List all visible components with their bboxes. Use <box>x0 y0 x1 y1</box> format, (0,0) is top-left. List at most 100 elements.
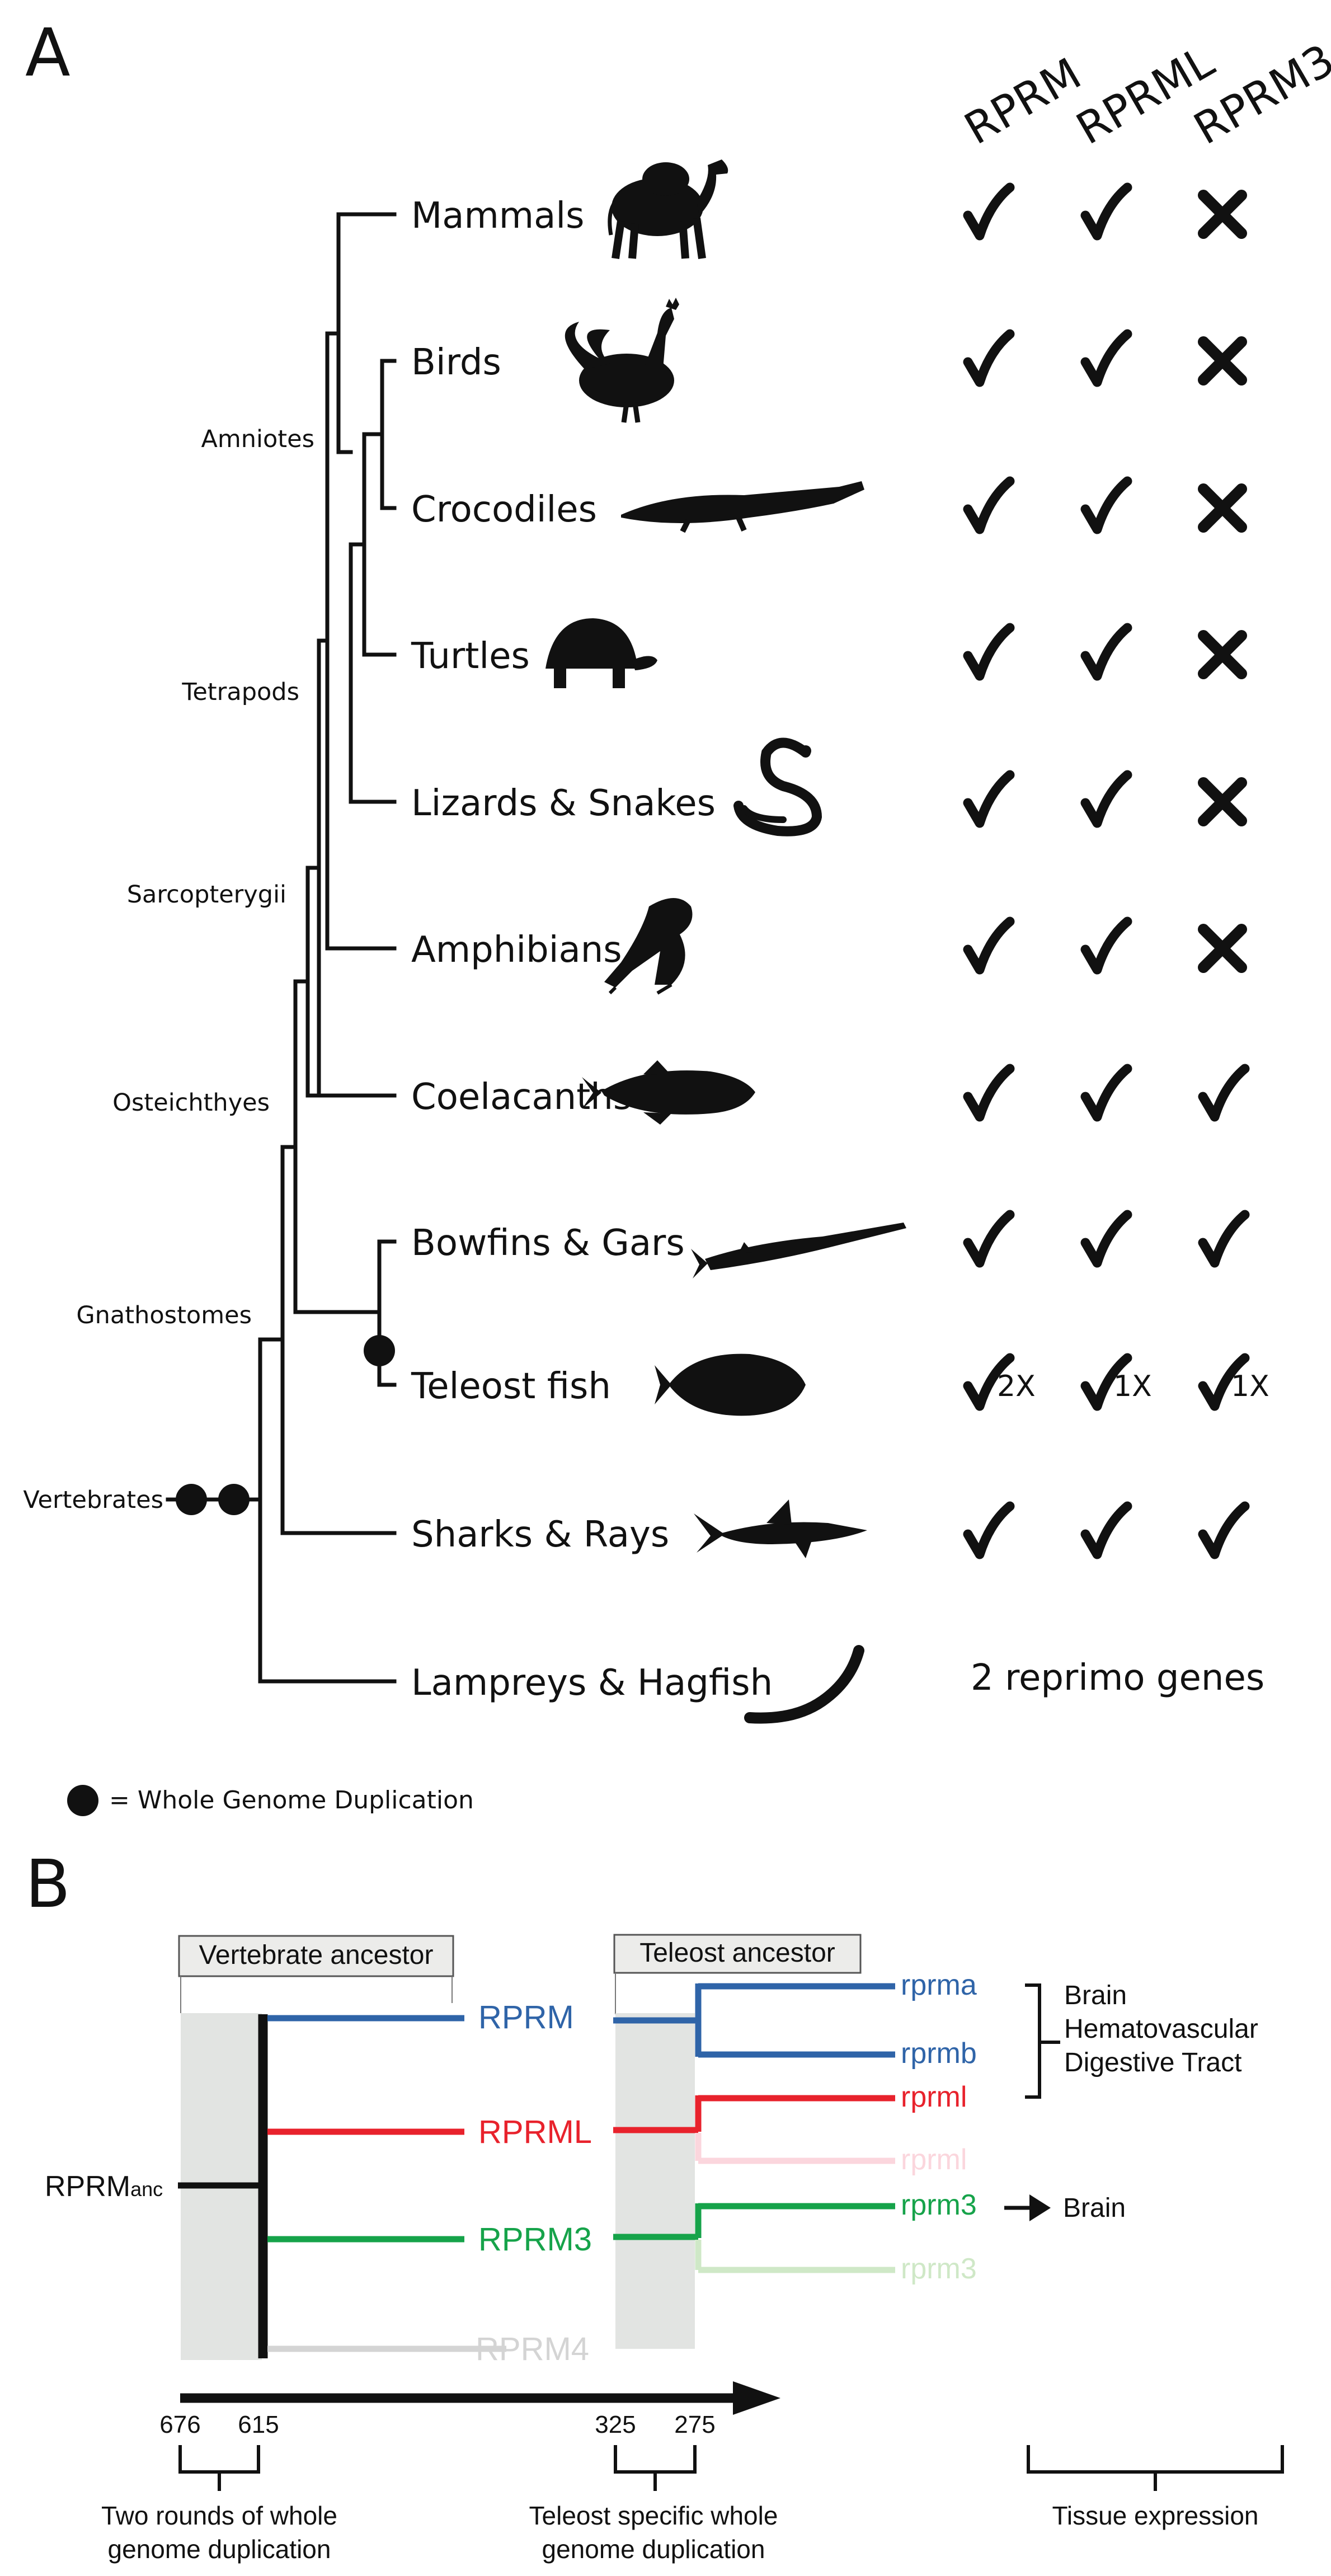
label-rprml: RPRML <box>478 2114 592 2150</box>
expression-digestive: Digestive Tract <box>1064 2048 1241 2077</box>
taxon-mammals: Mammals <box>411 195 584 237</box>
check-icon-amphibians-1 <box>1080 916 1132 975</box>
label-rprml-2: rprml <box>901 2143 967 2176</box>
cross-icon-crocodiles-2 <box>1198 483 1247 533</box>
check-icon-teleost-fish-0 <box>963 1353 1015 1411</box>
check-icon-birds-0 <box>963 329 1015 387</box>
expression-hematovascular: Hematovascular <box>1064 2014 1258 2044</box>
panel-b-label: B <box>25 1845 70 1922</box>
clade-labels: Amniotes Tetrapods Sarcopterygii Osteich… <box>23 425 314 1514</box>
shark-icon <box>694 1499 867 1558</box>
presence-marks <box>963 182 1250 1559</box>
label-rprmb: rprmb <box>901 2037 977 2070</box>
check-icon-crocodiles-1 <box>1080 476 1132 534</box>
header-rprm3: RPRM3 <box>1186 35 1331 154</box>
tick-676: 676 <box>159 2411 200 2438</box>
check-icon-sharks-rays-0 <box>963 1501 1015 1559</box>
label-rprm: RPRM <box>478 1999 574 2036</box>
wgd-circle-vertebrate-2 <box>218 1484 250 1515</box>
lamprey-icon <box>744 1645 864 1724</box>
tick-325: 325 <box>595 2411 636 2438</box>
check-icon-bowfins-gars-1 <box>1080 1210 1132 1268</box>
teleost-wgd-shade <box>615 2013 695 2349</box>
cross-icon-amphibians-2 <box>1198 924 1247 973</box>
rprm3-arrow-head <box>1029 2194 1051 2221</box>
expression-bracket <box>1025 1983 1060 2099</box>
check-icon-bowfins-gars-0 <box>963 1210 1015 1268</box>
box-connector-vertebrate <box>180 1976 453 2013</box>
label-wgd-line2: genome duplication <box>108 2535 331 2564</box>
vertebrate-ancestor-box: Vertebrate ancestor <box>178 1935 454 1977</box>
camel-icon <box>608 159 728 260</box>
frog-icon <box>604 898 693 995</box>
taxon-turtles: Turtles <box>411 636 530 677</box>
timeline-labels: Two rounds of whole genome duplication T… <box>101 2501 1258 2564</box>
taxa-names: Mammals Birds Crocodiles Turtles Lizards… <box>411 195 773 1704</box>
label-rprm3-2: rprm3 <box>901 2253 977 2285</box>
panel-a-label: A <box>25 14 70 91</box>
label-rprml-1: rprml <box>901 2081 967 2113</box>
check-icon-lizards-snakes-1 <box>1080 770 1132 828</box>
teleost-icon <box>655 1353 806 1416</box>
coelacanth-icon <box>582 1060 755 1125</box>
check-icon-birds-1 <box>1080 329 1132 387</box>
check-icon-crocodiles-0 <box>963 476 1015 534</box>
vertebrate-ancestor-label: Vertebrate ancestor <box>199 1940 434 1970</box>
timeline-brackets <box>178 2445 1284 2491</box>
check-icon-lizards-snakes-0 <box>963 770 1015 828</box>
phylogenetic-tree <box>166 212 397 1684</box>
check-icon-amphibians-0 <box>963 916 1015 975</box>
lamprey-note: 2 reprimo genes <box>971 1657 1264 1699</box>
timeline-arrow-head <box>733 2381 780 2415</box>
crocodile-icon <box>621 481 864 533</box>
check-icon-teleost-fish-2 <box>1198 1353 1250 1411</box>
check-icon-sharks-rays-1 <box>1080 1501 1132 1559</box>
label-teleost-line1: Teleost specific whole <box>529 2501 778 2530</box>
label-teleost-line2: genome duplication <box>542 2535 765 2564</box>
animal-silhouettes <box>545 159 906 1724</box>
check-icon-turtles-0 <box>963 623 1015 681</box>
label-rprm4: RPRM4 <box>476 2331 589 2367</box>
wgd-legend-circle <box>67 1785 98 1816</box>
taxon-teleost-fish: Teleost fish <box>411 1366 611 1407</box>
taxon-bowfins-gars: Bowfins & Gars <box>411 1223 685 1264</box>
cross-icon-lizards-snakes-2 <box>1198 777 1247 826</box>
label-rprm3-1: rprm3 <box>901 2189 977 2221</box>
turtle-icon <box>545 618 657 688</box>
count-rprm3: 1X <box>1231 1370 1269 1403</box>
teleost-counts: 2X 1X 1X <box>997 1370 1269 1403</box>
vertebrate-gene-labels: RPRM RPRML RPRM3 RPRM4 <box>476 1999 592 2367</box>
gene-headers: RPRM RPRML RPRM3 <box>957 35 1331 154</box>
wgd-circle-teleost <box>364 1335 395 1366</box>
teleost-gene-labels: rprma rprmb rprml rprml rprm3 rprm3 <box>901 1969 977 2285</box>
clade-osteichthyes: Osteichthyes <box>112 1089 270 1117</box>
check-icon-mammals-0 <box>963 182 1015 241</box>
gar-icon <box>691 1223 906 1278</box>
tick-275: 275 <box>674 2411 715 2438</box>
clade-gnathostomes: Gnathostomes <box>76 1301 252 1329</box>
taxon-amphibians: Amphibians <box>411 929 622 971</box>
count-rprm: 2X <box>997 1370 1036 1403</box>
check-icon-teleost-fish-1 <box>1080 1353 1132 1411</box>
clade-tetrapods: Tetrapods <box>181 678 299 706</box>
clade-vertebrates: Vertebrates <box>23 1486 163 1514</box>
taxon-lizards-snakes: Lizards & Snakes <box>411 783 716 824</box>
check-icon-bowfins-gars-2 <box>1198 1210 1250 1268</box>
snake-icon <box>733 737 822 836</box>
wgd-circle-vertebrate-1 <box>176 1484 207 1515</box>
label-wgd-line1: Two rounds of whole <box>101 2501 337 2530</box>
check-icon-mammals-1 <box>1080 182 1132 241</box>
check-icon-coelacanths-2 <box>1198 1064 1250 1122</box>
taxon-coelacanths: Coelacanths <box>411 1077 632 1118</box>
taxon-sharks-rays: Sharks & Rays <box>411 1514 669 1555</box>
cross-icon-birds-2 <box>1198 336 1247 386</box>
expression-brain: Brain <box>1064 1981 1127 2010</box>
label-tissue-expression: Tissue expression <box>1052 2501 1258 2530</box>
taxon-lampreys-hagfish: Lampreys & Hagfish <box>411 1662 773 1704</box>
header-rprm: RPRM <box>957 49 1090 154</box>
wgd-markers <box>176 1335 395 1515</box>
taxon-birds: Birds <box>411 342 501 383</box>
clade-amniotes: Amniotes <box>201 425 314 453</box>
cross-icon-turtles-2 <box>1198 630 1247 679</box>
